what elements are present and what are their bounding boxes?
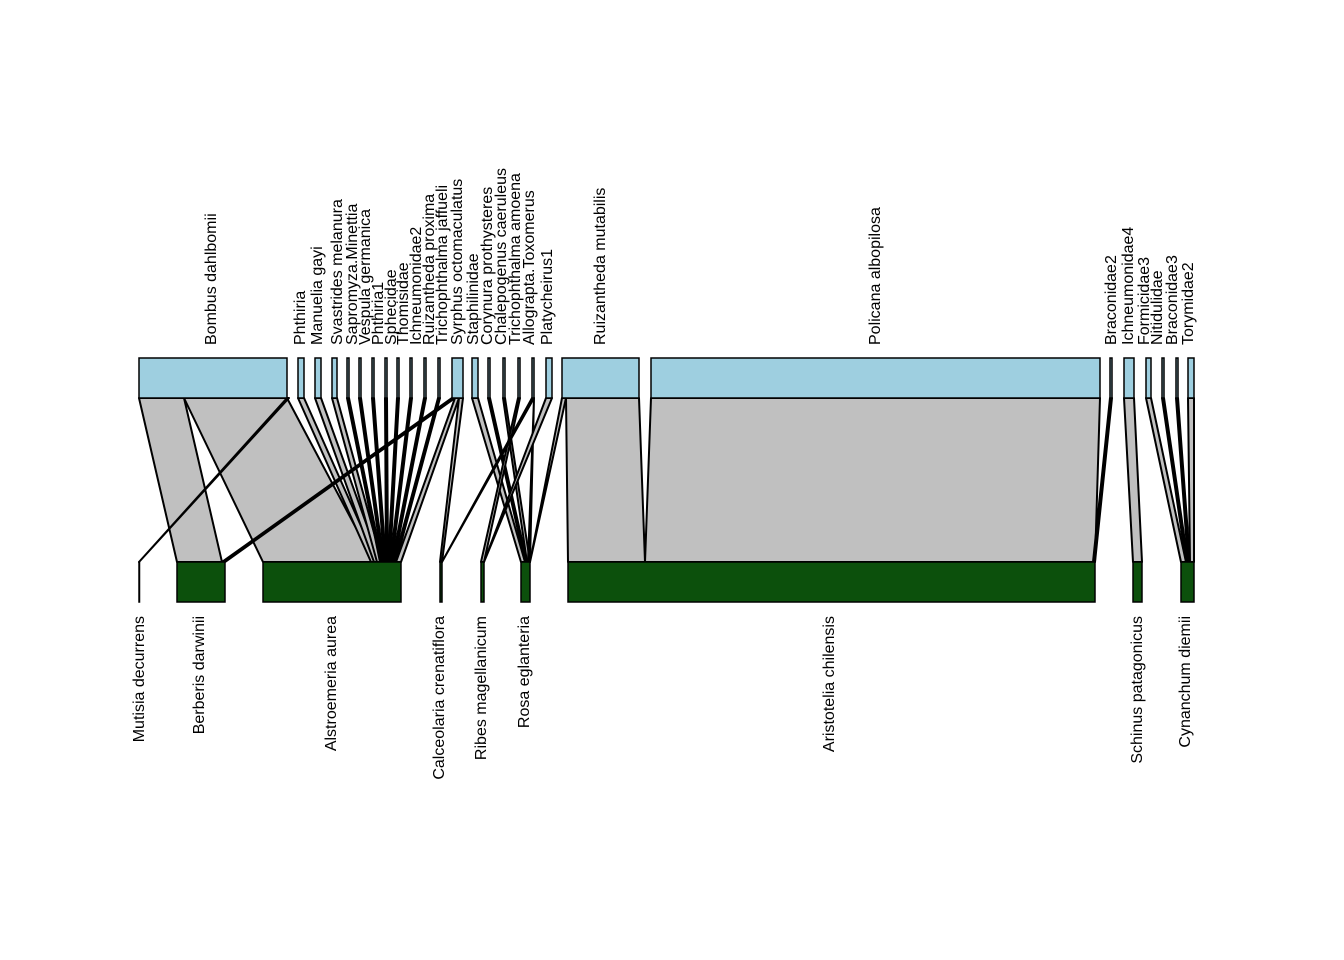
lower-label-berberis-darwinii: Berberis darwinii xyxy=(191,616,208,734)
link-ichneumonidae4-to-schinus-patagonicus xyxy=(1123,397,1143,563)
higher-label-ichneumonidae2: Ichneumonidae2 xyxy=(408,227,425,345)
higher-box-svastrides-melanura xyxy=(331,357,338,399)
higher-label-phthiria1: Phthiria1 xyxy=(370,282,387,345)
lower-box-ribes-magellanicum xyxy=(480,561,485,603)
higher-label-sphecidae: Sphecidae xyxy=(383,269,400,345)
link-allograpta-toxomerus-to-rosa-eglanteria xyxy=(527,397,535,563)
higher-box-syrphus-octomaculatus xyxy=(451,357,464,399)
higher-box-allograpta-toxomerus xyxy=(531,357,535,399)
lower-label-cynanchum-diemii: Cynanchum diemii xyxy=(1177,616,1194,748)
link-policana-albopilosa-to-aristotelia-chilensis xyxy=(644,397,1101,563)
lower-box-mutisia-decurrens xyxy=(138,561,141,603)
higher-box-trichophthalma-jaffueli xyxy=(437,357,441,399)
higher-level-boxes xyxy=(138,357,1195,399)
higher-box-bombus-dahlbomii xyxy=(138,357,288,399)
higher-box-chalepogenus-caeruleus xyxy=(502,357,506,399)
higher-box-staphilinidae xyxy=(471,357,479,399)
higher-label-manuelia-gayi: Manuelia gayi xyxy=(309,246,326,345)
higher-box-formicidae3 xyxy=(1145,357,1152,399)
higher-label-corynura-prothysteres: Corynura prothysteres xyxy=(479,187,496,345)
higher-box-vespula-germanica xyxy=(358,357,362,399)
lower-label-ribes-magellanicum: Ribes magellanicum xyxy=(473,616,490,760)
higher-label-allograpta-toxomerus: Allograpta.Toxomerus xyxy=(521,190,538,345)
higher-box-braconidae3 xyxy=(1175,357,1179,399)
lower-box-calceolaria-crenatiflora xyxy=(439,561,443,603)
higher-label-ichneumonidae4: Ichneumonidae4 xyxy=(1120,227,1137,345)
higher-label-syrphus-octomaculatus: Syrphus octomaculatus xyxy=(449,179,466,345)
higher-box-phthiria xyxy=(297,357,305,399)
higher-label-ruizantheda-proxima: Ruizantheda proxima xyxy=(421,194,438,345)
lower-box-schinus-patagonicus xyxy=(1132,561,1143,603)
lower-box-cynanchum-diemii xyxy=(1180,561,1195,603)
link-syrphus-octomaculatus-to-calceolaria-crenatiflora xyxy=(439,397,464,563)
lower-label-mutisia-decurrens: Mutisia decurrens xyxy=(131,616,148,742)
higher-box-torymidae2 xyxy=(1187,357,1195,399)
lower-box-aristotelia-chilensis xyxy=(567,561,1096,603)
interaction-links xyxy=(138,397,1195,563)
higher-label-chalepogenus-caeruleus: Chalepogenus caeruleus xyxy=(493,168,510,345)
higher-label-trichophthalma-amoena: Trichophthalma amoena xyxy=(507,173,524,345)
lower-box-berberis-darwinii xyxy=(176,561,226,603)
higher-label-formicidae3: Formicidae3 xyxy=(1136,257,1153,345)
link-bombus-dahlbomii-to-mutisia-decurrens xyxy=(138,397,290,563)
higher-box-policana-albopilosa xyxy=(650,357,1101,399)
link-ruizantheda-mutabilis-to-aristotelia-chilensis xyxy=(565,397,646,563)
higher-label-ruizantheda-mutabilis: Ruizantheda mutabilis xyxy=(592,188,609,345)
higher-label-bombus-dahlbomii: Bombus dahlbomii xyxy=(203,213,220,345)
higher-box-corynura-prothysteres xyxy=(487,357,491,399)
lower-level-boxes xyxy=(138,561,1195,603)
higher-box-ichneumonidae4 xyxy=(1123,357,1135,399)
higher-box-platycheirus1 xyxy=(545,357,553,399)
higher-label-braconidae2: Braconidae2 xyxy=(1103,255,1120,345)
higher-box-trichophthalma-amoena xyxy=(517,357,521,399)
higher-box-sphecidae xyxy=(384,357,388,399)
higher-label-vespula-germanica: Vespula germanica xyxy=(357,209,374,345)
lower-box-rosa-eglanteria xyxy=(520,561,531,603)
higher-label-sapromyza-minettia: Sapromyza.Minettia xyxy=(344,204,361,345)
lower-label-aristotelia-chilensis: Aristotelia chilensis xyxy=(821,616,838,752)
link-ruizantheda-mutabilis-to-rosa-eglanteria xyxy=(529,397,567,563)
higher-box-nitidulidae xyxy=(1161,357,1165,399)
higher-label-svastrides-melanura: Svastrides melanura xyxy=(329,199,346,345)
higher-box-thomisidae xyxy=(396,357,400,399)
link-torymidae2-to-cynanchum-diemii xyxy=(1187,397,1195,563)
link-sphecidae-to-alstroemeria-aurea xyxy=(384,397,389,563)
higher-box-ruizantheda-proxima xyxy=(423,357,427,399)
higher-label-braconidae3: Braconidae3 xyxy=(1164,255,1181,345)
higher-box-ichneumonidae2 xyxy=(409,357,413,399)
higher-box-phthiria1 xyxy=(371,357,375,399)
lower-label-calceolaria-crenatiflora: Calceolaria crenatiflora xyxy=(431,616,448,780)
lower-box-alstroemeria-aurea xyxy=(262,561,402,603)
higher-label-trichophthalma-jaffueli: Trichophthalma jaffueli xyxy=(434,185,451,345)
lower-label-schinus-patagonicus: Schinus patagonicus xyxy=(1129,616,1146,764)
higher-label-phthiria: Phthiria xyxy=(292,291,309,345)
lower-label-alstroemeria-aurea: Alstroemeria aurea xyxy=(323,616,340,751)
higher-label-staphilinidae: Staphilinidae xyxy=(465,253,482,345)
higher-box-sapromyza-minettia xyxy=(346,357,350,399)
higher-box-manuelia-gayi xyxy=(314,357,322,399)
higher-box-ruizantheda-mutabilis xyxy=(561,357,640,399)
lower-label-rosa-eglanteria: Rosa eglanteria xyxy=(516,616,533,728)
higher-label-torymidae2: Torymidae2 xyxy=(1180,262,1197,345)
higher-label-thomisidae: Thomisidae xyxy=(395,262,412,345)
higher-label-nitidulidae: Nitidulidae xyxy=(1149,270,1166,345)
higher-box-braconidae2 xyxy=(1109,357,1113,399)
higher-label-platycheirus1: Platycheirus1 xyxy=(539,249,556,345)
higher-label-policana-albopilosa: Policana albopilosa xyxy=(867,207,884,345)
